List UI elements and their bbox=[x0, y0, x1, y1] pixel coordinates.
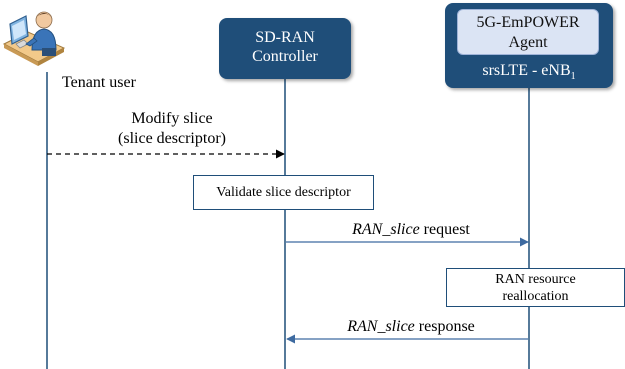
agent-title: 5G-EmPOWER bbox=[476, 14, 580, 31]
ran-slice-request-suffix: request bbox=[419, 221, 470, 238]
modify-slice-label: Modify slice (slice descriptor) bbox=[96, 109, 248, 149]
controller-subtitle: Controller bbox=[252, 48, 318, 65]
ran-slice-request-name: RAN_slice bbox=[352, 221, 420, 238]
ran-resource-reallocation-box: RAN resource reallocation bbox=[446, 268, 625, 307]
reallocation-line1: RAN resource bbox=[495, 272, 576, 287]
validate-slice-descriptor-box: Validate slice descriptor bbox=[193, 175, 374, 210]
user-at-computer-icon bbox=[2, 11, 66, 66]
reallocation-line2: reallocation bbox=[502, 289, 569, 304]
ran-slice-request-label: RAN_slice request bbox=[318, 220, 504, 240]
modify-slice-param: (slice descriptor) bbox=[118, 130, 226, 147]
empower-agent-box: 5G-EmPOWER Agent srsLTE - eNB1 bbox=[445, 3, 613, 88]
empower-agent-inner-box: 5G-EmPOWER Agent bbox=[457, 9, 599, 55]
controller-title: SD-RAN bbox=[255, 29, 315, 46]
tenant-user-label: Tenant user bbox=[62, 74, 136, 91]
ran-slice-response-name: RAN_slice bbox=[347, 318, 415, 335]
enb-label-text: srsLTE - eNB bbox=[482, 62, 571, 79]
enb-index: 1 bbox=[570, 71, 576, 83]
sd-ran-controller-box: SD-RAN Controller bbox=[219, 18, 351, 79]
enb-label: srsLTE - eNB1 bbox=[445, 61, 613, 83]
modify-slice-title: Modify slice bbox=[131, 110, 213, 127]
agent-subtitle: Agent bbox=[508, 34, 548, 51]
ran-slice-response-suffix: response bbox=[414, 318, 475, 335]
ran-slice-response-label: RAN_slice response bbox=[318, 317, 504, 337]
